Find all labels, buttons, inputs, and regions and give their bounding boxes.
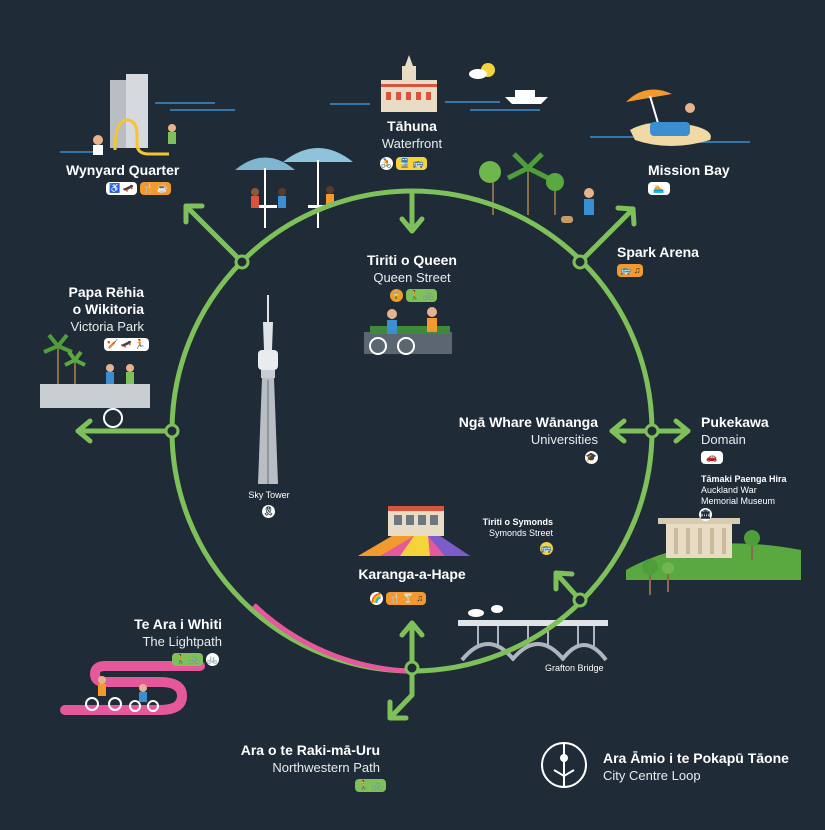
tahuna-name: Tāhuna [387,118,437,134]
victoria-park-english: Victoria Park [70,319,144,334]
graduation-cap-icon: 🎓 [585,451,598,464]
northwestern-english: Northwestern Path [272,760,380,775]
queen-street-english: Queen Street [373,270,451,285]
walk-bike-icon: 🚶 🚲 [355,779,386,792]
label-museum: Tāmaki Paenga Hira Auckland War Memorial… [701,474,787,507]
bike-icon: 🚴 [380,157,393,170]
cafe-umbrellas-illustration [235,148,353,228]
label-universities: Ngā Whare Wānanga Universities [440,414,598,448]
bus-music-icon: 🚌 ♫ [617,264,644,277]
water-lines [60,101,750,153]
victoria-park-name-2: o Wikitoria [72,301,144,317]
museum-badges: 🏛 [699,508,712,521]
symonds-english: Symonds Street [488,528,553,538]
museum-name: Tāmaki Paenga Hira [701,474,787,484]
mission-bay-name: Mission Bay [648,162,730,178]
label-lightpath: Te Ara i Whiti The Lightpath [110,616,222,650]
mission-bay-illustration [626,89,711,146]
wheelchair-skate-icon: ♿ 🛹 [106,182,137,195]
karangahape-name: Karanga-a-Hape [358,566,466,582]
wynyard-name: Wynyard Quarter [66,162,180,178]
label-symonds-street: Tiriti o Symonds Symonds Street [455,517,553,539]
domain-name: Pukekawa [701,414,769,430]
city-centre-loop-logo-icon [541,742,587,788]
sky-tower-illustration [258,295,278,484]
museum-icon: 🏛 [699,508,712,521]
victoria-park-badges: 🏏 🛹 🏃 [104,338,149,351]
food-coffee-icon: 🍴 ☕ [139,182,171,195]
ferry-building-illustration [381,55,437,112]
victoria-park-name-1: Papa Rēhia [68,284,144,300]
museum-line-2: Auckland War [701,485,757,495]
symonds-name: Tiriti o Symonds [482,517,553,527]
northwestern-badges: 🚶 🚲 [355,779,386,792]
sun-cloud-illustration [469,63,548,104]
label-queen-street: Tiriti o Queen Queen Street [355,252,469,286]
label-domain: Pukekawa Domain [701,414,769,448]
queen-street-badges: 🔒 🚶 🚲 [390,289,437,302]
tahuna-english: Waterfront [381,136,443,151]
spark-arena-badges: 🚌 ♫ [617,264,644,277]
swim-icon: 🏊 [648,182,670,195]
sky-tower-badges: 🎗 [262,505,275,518]
route-arrows [75,188,691,721]
walk-bike-icon: 🚶 🚲 [172,653,203,666]
lock-icon: 🔒 [390,289,403,302]
grafton-bridge-name: Grafton Bridge [545,663,604,673]
label-spark-arena: Spark Arena [617,244,699,261]
sky-tower-name: Sky Tower [248,490,290,500]
train-bus-icon: 🚆 🚌 [396,157,427,170]
car-icon: 🚗 [701,451,723,464]
wynyard-silo-illustration [93,74,176,156]
label-karangahape: Karanga-a-Hape [340,566,484,583]
label-mission-bay: Mission Bay [648,162,730,179]
queen-street-illustration [364,307,452,355]
mission-bay-badges: 🏊 [648,182,670,195]
museum-line-3: Memorial Museum [701,496,776,506]
label-victoria-park: Papa Rēhia o Wikitoria Victoria Park [40,284,144,335]
label-wynyard-quarter: Wynyard Quarter [66,162,179,179]
universities-english: Universities [530,432,598,447]
route-nodes [164,254,660,676]
northwestern-name: Ara o te Raki-mā-Uru [240,742,380,758]
legend-subtitle: City Centre Loop [603,768,701,783]
wynyard-badges: ♿ 🛹 🍴 ☕ [106,182,171,195]
lightpath-badges: 🚶 🚲 🚲 [172,653,219,666]
walk-bike-icon: 🚶 🚲 [406,289,437,302]
ribbon-icon: 🎗 [262,505,275,518]
bike-icon: 🚲 [205,653,219,666]
karangahape-badges: 🌈 🍴 🍸 ♫ [370,592,427,605]
rainbow-icon: 🌈 [370,592,383,605]
spark-arena-name: Spark Arena [617,244,699,260]
label-tahuna: Tāhuna Waterfront [365,118,459,152]
label-northwestern-path: Ara o te Raki-mā-Uru Northwestern Path [232,742,380,776]
domain-badges: 🚗 [701,451,723,464]
label-grafton-bridge: Grafton Bridge [545,663,604,674]
queen-street-name: Tiriti o Queen [367,252,457,268]
lightpath-english: The Lightpath [142,634,222,649]
lightpath-name: Te Ara i Whiti [134,616,222,632]
bus-icon: 🚌 [540,542,553,555]
symonds-badges: 🚌 [540,542,553,555]
label-sky-tower: Sky Tower [234,490,304,501]
lightpath-illustration [60,661,205,715]
legend: Ara Āmio i te Pokapū Tāone City Centre L… [603,750,789,784]
grafton-bridge-illustration [458,605,608,662]
legend-title: Ara Āmio i te Pokapū Tāone [603,750,789,766]
karangahape-illustration [358,506,470,556]
cricket-skate-run-icon: 🏏 🛹 🏃 [104,338,149,351]
food-drink-music-icon: 🍴 🍸 ♫ [386,592,427,605]
domain-english: Domain [701,432,746,447]
trees-illustration-top [479,152,594,223]
universities-badges: 🎓 [585,451,598,464]
tahuna-badges: 🚴 🚆 🚌 [380,157,427,170]
museum-illustration [626,518,801,595]
victoria-park-illustration [40,333,150,428]
universities-name: Ngā Whare Wānanga [458,414,598,430]
